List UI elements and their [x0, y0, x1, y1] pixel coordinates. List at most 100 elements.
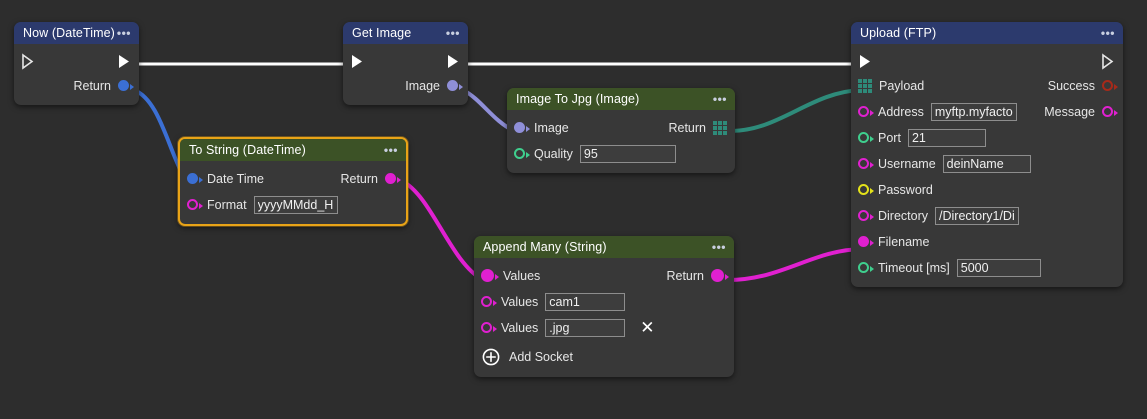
exec-in-pin[interactable] — [858, 53, 873, 70]
input-pin-date-time[interactable] — [187, 172, 203, 186]
node-now[interactable]: Now (DateTime) ••• Return — [14, 22, 139, 105]
node-to-string-row-datetime: Date Time Return — [180, 166, 406, 192]
input-pin-filename[interactable] — [858, 235, 874, 249]
input-label-payload: Payload — [879, 79, 925, 93]
node-now-exec-row — [14, 49, 139, 73]
input-label-directory: Directory — [878, 209, 929, 223]
timeout-input[interactable] — [956, 259, 1041, 277]
node-image-to-jpg-header[interactable]: Image To Jpg (Image) ••• — [507, 88, 735, 110]
node-append-many-body: Values Return Values Values ✕ — [474, 258, 734, 377]
output-pin-return[interactable] — [118, 79, 134, 93]
node-append-many-row-values-2: Values ✕ — [474, 315, 734, 341]
node-upload-row-port: Port — [851, 125, 1123, 151]
node-upload-ftp-header[interactable]: Upload (FTP) ••• — [851, 22, 1123, 44]
quality-input[interactable] — [579, 145, 676, 163]
node-image-to-jpg[interactable]: Image To Jpg (Image) ••• Image Return Qu… — [507, 88, 735, 173]
node-menu-icon[interactable]: ••• — [445, 26, 460, 40]
node-upload-row-directory: Directory — [851, 203, 1123, 229]
format-input[interactable] — [253, 196, 338, 214]
values-input-1[interactable] — [545, 293, 626, 311]
node-append-many-row-values-1: Values — [474, 289, 734, 315]
node-now-body: Return — [14, 44, 139, 105]
node-upload-row-timeout: Timeout [ms] — [851, 255, 1123, 281]
exec-out-pin[interactable] — [117, 53, 132, 70]
username-input[interactable] — [942, 155, 1031, 173]
output-pin-success[interactable] — [1102, 79, 1118, 93]
output-pin-return[interactable] — [385, 172, 401, 186]
input-label-values-1: Values — [501, 295, 539, 309]
node-menu-icon[interactable]: ••• — [712, 92, 727, 106]
exec-in-pin[interactable] — [350, 53, 365, 70]
input-label-values-0: Values — [503, 269, 541, 283]
delete-socket-icon[interactable]: ✕ — [640, 318, 655, 337]
node-get-image[interactable]: Get Image ••• Image — [343, 22, 468, 105]
exec-out-pin[interactable] — [446, 53, 461, 70]
node-upload-ftp-body: Payload Success Address Message — [851, 44, 1123, 287]
output-label-return: Return — [666, 269, 704, 283]
input-pin-values-1[interactable] — [481, 295, 497, 309]
input-pin-port[interactable] — [858, 131, 874, 145]
input-label-quality: Quality — [534, 147, 573, 161]
output-label-image: Image — [405, 79, 440, 93]
node-image-to-jpg-row-image: Image Return — [507, 115, 735, 141]
node-to-string-title: To String (DateTime) — [189, 143, 306, 157]
node-append-many[interactable]: Append Many (String) ••• Values Return V… — [474, 236, 734, 377]
node-now-output-return: Return — [14, 73, 139, 99]
input-pin-values-0[interactable] — [481, 268, 499, 284]
add-socket-button[interactable]: Add Socket — [474, 343, 734, 371]
node-menu-icon[interactable]: ••• — [383, 143, 398, 157]
node-to-string-row-format: Format — [180, 192, 406, 218]
output-pin-image[interactable] — [447, 79, 463, 93]
node-get-image-header[interactable]: Get Image ••• — [343, 22, 468, 44]
exec-in-pin[interactable] — [21, 52, 36, 70]
input-label-address: Address — [878, 105, 924, 119]
node-to-string-header[interactable]: To String (DateTime) ••• — [180, 139, 406, 161]
node-to-string-body: Date Time Return Format — [180, 161, 406, 224]
node-append-many-row-values-0: Values Return — [474, 263, 734, 289]
node-upload-row-username: Username — [851, 151, 1123, 177]
input-label-date-time: Date Time — [207, 172, 264, 186]
values-input-2[interactable] — [545, 319, 626, 337]
exec-out-pin[interactable] — [1101, 52, 1116, 70]
directory-input[interactable] — [935, 207, 1020, 225]
input-label-port: Port — [878, 131, 901, 145]
input-pin-values-2[interactable] — [481, 321, 497, 335]
input-pin-image[interactable] — [514, 121, 530, 135]
node-image-to-jpg-body: Image Return Quality — [507, 110, 735, 173]
output-pin-return[interactable] — [711, 268, 729, 284]
port-input[interactable] — [907, 129, 986, 147]
address-input[interactable] — [930, 103, 1017, 121]
node-upload-ftp[interactable]: Upload (FTP) ••• Payload — [851, 22, 1123, 287]
node-upload-row-password: Password — [851, 177, 1123, 203]
node-get-image-body: Image — [343, 44, 468, 105]
output-label-return: Return — [73, 79, 111, 93]
input-pin-password[interactable] — [858, 183, 874, 197]
node-menu-icon[interactable]: ••• — [1100, 26, 1115, 40]
node-menu-icon[interactable]: ••• — [116, 26, 131, 40]
output-pin-message[interactable] — [1102, 105, 1118, 119]
input-pin-address[interactable] — [858, 105, 874, 119]
input-pin-quality[interactable] — [514, 147, 530, 161]
node-image-to-jpg-title: Image To Jpg (Image) — [516, 92, 640, 106]
output-label-return: Return — [668, 121, 706, 135]
node-now-header[interactable]: Now (DateTime) ••• — [14, 22, 139, 44]
input-pin-timeout[interactable] — [858, 261, 874, 275]
input-pin-directory[interactable] — [858, 209, 874, 223]
wire-appendmany-return-to-upload-filename — [727, 247, 863, 282]
node-now-title: Now (DateTime) — [23, 26, 115, 40]
node-upload-exec-row — [851, 49, 1123, 73]
node-upload-row-address: Address Message — [851, 99, 1123, 125]
output-label-message: Message — [1044, 105, 1095, 119]
node-menu-icon[interactable]: ••• — [711, 240, 726, 254]
output-label-return: Return — [340, 172, 378, 186]
node-append-many-header[interactable]: Append Many (String) ••• — [474, 236, 734, 258]
node-append-many-title: Append Many (String) — [483, 240, 607, 254]
node-get-image-title: Get Image — [352, 26, 412, 40]
node-to-string[interactable]: To String (DateTime) ••• Date Time Retur… — [178, 137, 408, 226]
input-pin-username[interactable] — [858, 157, 874, 171]
node-get-image-exec-row — [343, 49, 468, 73]
input-pin-format[interactable] — [187, 198, 203, 212]
input-pin-payload-array[interactable] — [858, 79, 872, 93]
output-pin-return-array[interactable] — [713, 121, 727, 135]
